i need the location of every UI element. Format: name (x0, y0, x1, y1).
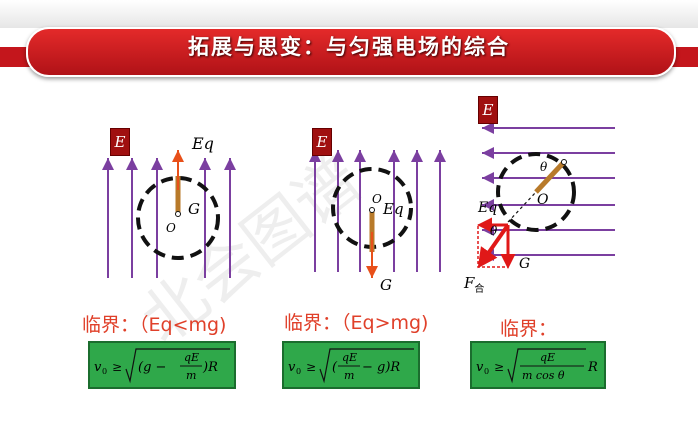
panel3-resultant-label: F合 (464, 274, 485, 295)
panel3-resultant-arrow (477, 223, 510, 269)
panel1-center-dot (175, 211, 181, 217)
f1-den: m (186, 369, 196, 382)
panel3-eq-label: Eq (478, 200, 498, 216)
f2-right: − g)R (362, 360, 400, 375)
panel2-field-label: E (312, 128, 332, 156)
f2-den: m (344, 369, 354, 382)
f2-sub: 0 (296, 367, 301, 376)
panel3-top-dot (561, 159, 567, 165)
panel2-field-lines (309, 150, 446, 272)
panel1-o-label: O (166, 221, 176, 235)
panel1-critical-label: 临界：（Eq<mg) (82, 314, 227, 336)
panel3-field-label: E (478, 96, 498, 124)
f2-num: qE (342, 351, 357, 364)
panel3-formula-box: v 0 ≥ qE m cos θ R (470, 341, 606, 389)
panel1-g-label: G (188, 200, 200, 218)
panel2-g-label: G (380, 276, 392, 294)
panel2-formula-box: v 0 ≥ ( qE m − g)R (282, 341, 420, 389)
panel1-circle-path (136, 176, 220, 260)
title-banner (26, 27, 676, 77)
panel1-formula-box: v 0 ≥ (g − qE m )R (88, 341, 236, 389)
f3-right: R (587, 360, 598, 375)
f3-lhs: v (476, 360, 484, 375)
panel1-field-lines (102, 158, 236, 278)
panel1-field-label: E (110, 128, 130, 156)
f1-sub: 0 (102, 367, 107, 376)
panel3-theta-bottom: θ (490, 224, 498, 238)
panel2-center-dot (369, 207, 375, 213)
panel2-critical-label: 临界：（Eq>mg) (284, 312, 429, 334)
page-title: 拓展与思变：与匀强电场的综合 (188, 35, 510, 59)
f3-op: ≥ (494, 360, 504, 374)
panel3-circle-path (496, 152, 576, 232)
f1-lhs: v (94, 360, 102, 375)
f2-lhs: v (288, 360, 296, 375)
panel3-o-label: O (537, 192, 549, 208)
panel2-eq-label: Eq (383, 200, 404, 218)
f3-den: m cos θ (522, 369, 565, 382)
f2-left: ( (332, 360, 338, 375)
panel2-formula: v 0 ≥ ( qE m − g)R (288, 348, 414, 384)
panel3-critical-label: 临界： (500, 318, 558, 340)
f3-sub: 0 (484, 367, 489, 376)
panel1-eq-label: Eq (192, 134, 214, 153)
header-shadow (0, 0, 698, 28)
f1-right: )R (202, 360, 218, 375)
panel3-formula: v 0 ≥ qE m cos θ R (476, 348, 598, 384)
panel1-formula: v 0 ≥ (g − qE m )R (94, 348, 230, 384)
panel3-g-label: G (519, 256, 531, 272)
f3-num: qE (540, 351, 555, 364)
panel3-rod (534, 160, 566, 194)
f2-op: ≥ (306, 360, 316, 374)
f1-op: ≥ (112, 360, 122, 374)
f1-left: (g − (138, 360, 166, 375)
f1-num: qE (184, 351, 199, 364)
panel2-o-label: O (372, 192, 382, 206)
panel3-theta-top: θ (540, 160, 548, 174)
